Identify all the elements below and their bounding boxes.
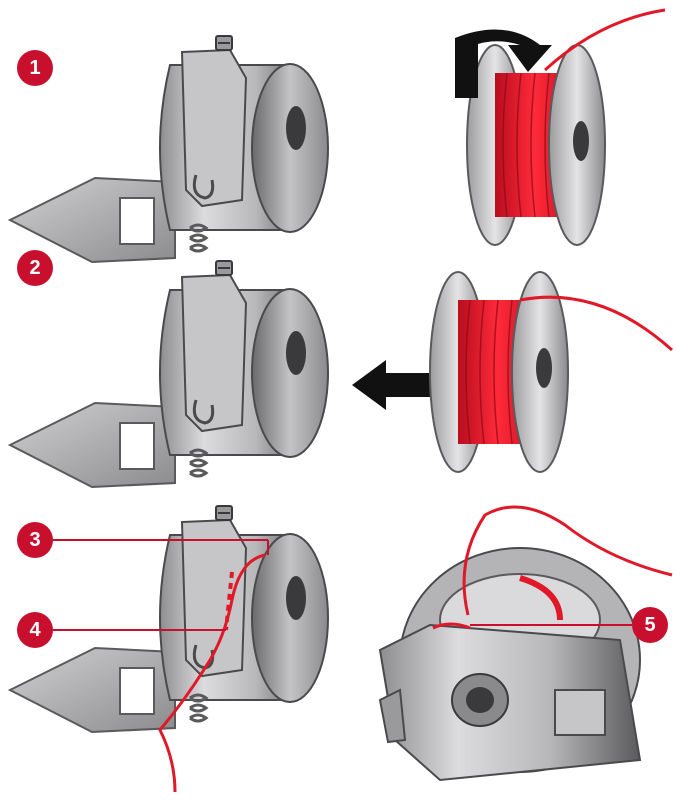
direction-arrow-icon (352, 360, 430, 410)
thread-tail (519, 295, 674, 352)
step-1-badge: 1 (17, 50, 53, 86)
bobbin-case-icon (8, 34, 330, 264)
thread-tail (543, 8, 666, 72)
step-1-number: 1 (29, 57, 40, 79)
step-2-badge: 2 (17, 250, 53, 286)
thread-tail (462, 505, 673, 616)
step-2-number: 2 (29, 257, 40, 279)
bobbin-case-icon (8, 259, 330, 489)
step-5-callout: 5 (470, 607, 668, 643)
step-5-number: 5 (644, 614, 655, 636)
bobbin-case-front-icon (378, 547, 642, 782)
step-4-number: 4 (29, 619, 41, 641)
step-3-number: 3 (29, 529, 40, 551)
step-4-callout: 4 (17, 612, 226, 648)
thread-path (158, 553, 266, 793)
turn-arrow-icon (455, 29, 552, 98)
thread-hidden-path (224, 571, 234, 631)
step-3-callout: 3 (17, 522, 269, 558)
bobbin-icon (466, 44, 606, 246)
bobbin-icon (429, 271, 569, 473)
thread-slot (432, 622, 471, 630)
